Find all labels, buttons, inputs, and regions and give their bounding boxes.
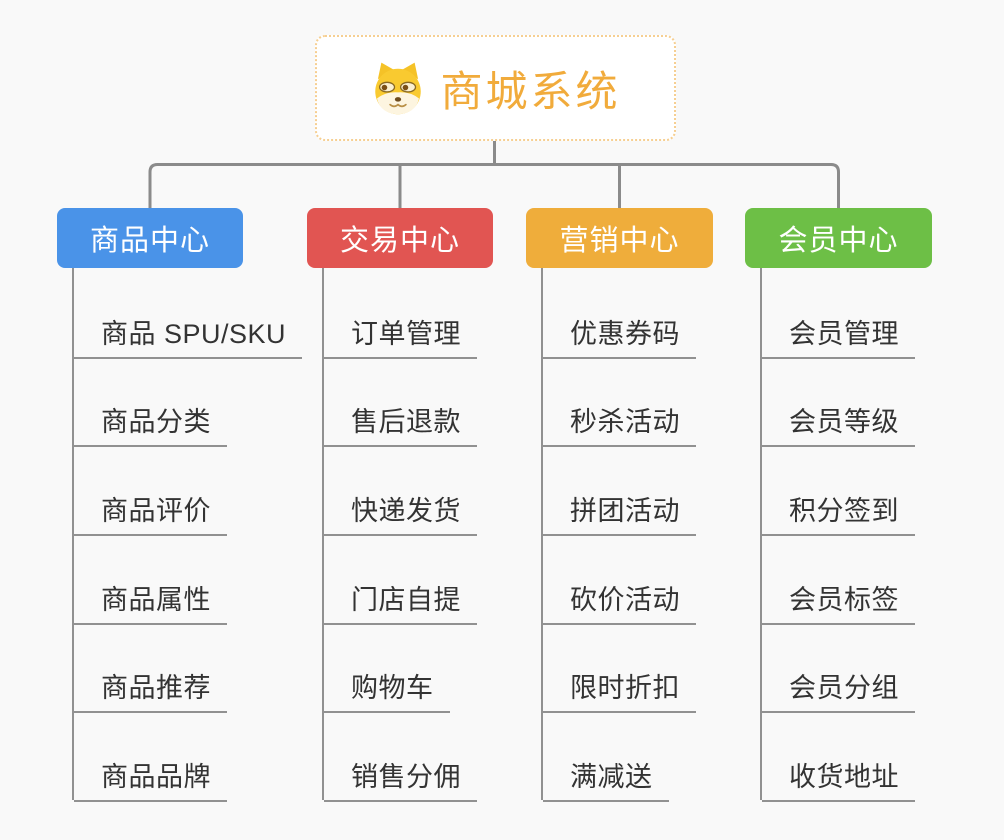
branch-children-member-center: 会员管理 会员等级 积分签到 会员标签 会员分组 收货地址 — [760, 268, 915, 802]
child-node[interactable]: 购物车 — [324, 623, 477, 714]
branch-node-trade-center[interactable]: 交易中心 — [307, 208, 493, 268]
child-node[interactable]: 优惠券码 — [543, 268, 696, 359]
branch-label: 商品中心 — [89, 225, 210, 257]
child-node[interactable]: 商品品牌 — [74, 711, 302, 802]
child-node[interactable]: 售后退款 — [324, 357, 477, 448]
child-node[interactable]: 会员标签 — [762, 534, 915, 625]
doge-dog-icon — [375, 62, 422, 115]
branch-children-marketing-center: 优惠券码 秒杀活动 拼团活动 砍价活动 限时折扣 满减送 — [541, 268, 696, 802]
child-node[interactable]: 商品属性 — [74, 534, 302, 625]
branch-node-marketing-center[interactable]: 营销中心 — [526, 208, 713, 268]
child-node[interactable]: 商品推荐 — [74, 623, 302, 714]
child-node[interactable]: 会员管理 — [762, 268, 915, 359]
child-node[interactable]: 商品评价 — [74, 445, 302, 536]
child-node[interactable]: 秒杀活动 — [543, 357, 696, 448]
branch-label: 交易中心 — [339, 225, 460, 257]
branch-children-product-center: 商品 SPU/SKU 商品分类 商品评价 商品属性 商品推荐 商品品牌 — [72, 268, 303, 802]
child-node[interactable]: 商品 SPU/SKU — [74, 268, 303, 359]
child-node[interactable]: 门店自提 — [324, 534, 477, 625]
child-node[interactable]: 会员分组 — [762, 623, 915, 714]
child-node[interactable]: 拼团活动 — [543, 445, 696, 536]
child-node[interactable]: 订单管理 — [324, 268, 477, 359]
child-node[interactable]: 商品分类 — [74, 357, 302, 448]
branch-label: 会员中心 — [778, 225, 899, 257]
child-node[interactable]: 砍价活动 — [543, 534, 696, 625]
child-node[interactable]: 销售分佣 — [324, 711, 477, 802]
root-node[interactable]: 商城系统 — [315, 35, 676, 141]
branch-node-product-center[interactable]: 商品中心 — [57, 208, 243, 268]
child-node[interactable]: 会员等级 — [762, 357, 915, 448]
branch-label: 营销中心 — [559, 225, 680, 257]
child-node[interactable]: 快递发货 — [324, 445, 477, 536]
branch-children-trade-center: 订单管理 售后退款 快递发货 门店自提 购物车 销售分佣 — [322, 268, 477, 802]
child-node[interactable]: 满减送 — [543, 711, 696, 802]
child-node[interactable]: 积分签到 — [762, 445, 915, 536]
branch-node-member-center[interactable]: 会员中心 — [745, 208, 932, 268]
child-node[interactable]: 收货地址 — [762, 711, 915, 802]
child-node[interactable]: 限时折扣 — [543, 623, 696, 714]
root-node-title: 商城系统 — [440, 67, 621, 115]
